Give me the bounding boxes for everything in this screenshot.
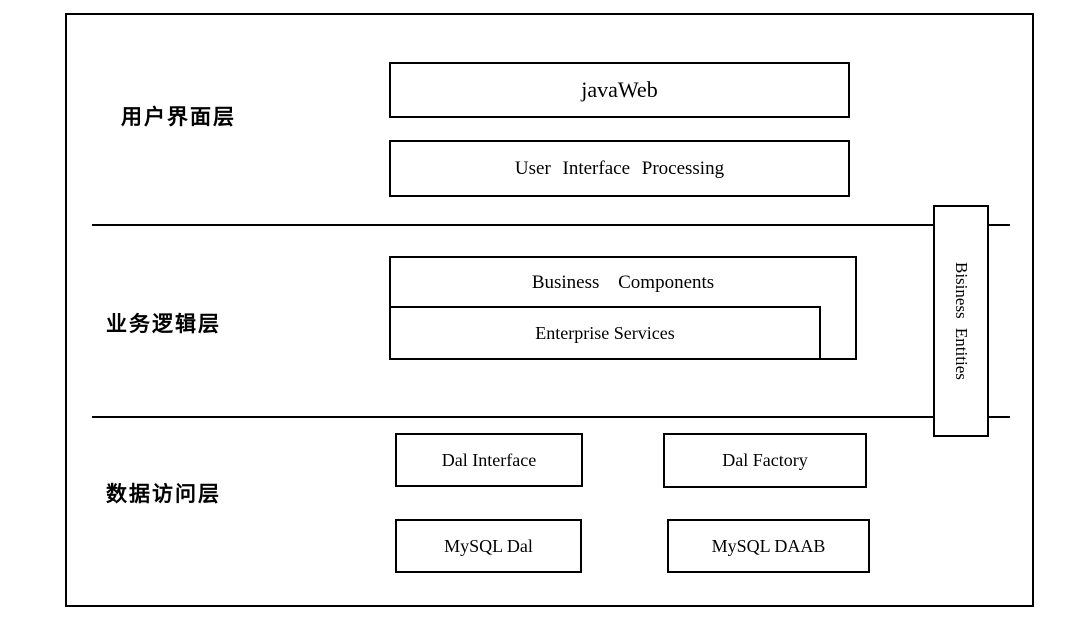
box-dal-factory: Dal Factory — [663, 433, 867, 488]
box-mysql-daab: MySQL DAAB — [667, 519, 870, 573]
layer-label-data-access: 数据访问层 — [106, 483, 221, 506]
layer-divider-bottom — [92, 416, 1010, 418]
layer-label-user-interface: 用户界面层 — [121, 106, 236, 129]
box-business-entities: Bisiness Entities — [933, 205, 989, 437]
box-business-components-label: Business Components — [531, 272, 715, 293]
box-enterprise-services: Enterprise Services — [389, 306, 821, 360]
box-mysql-dal: MySQL Dal — [395, 519, 582, 573]
box-javaweb: javaWeb — [389, 62, 850, 118]
box-user-interface-processing: User Interface Processing — [389, 140, 850, 197]
box-business-entities-label: Bisiness Entities — [952, 262, 971, 380]
layer-label-business-logic: 业务逻辑层 — [106, 313, 221, 336]
layer-divider-top — [92, 224, 1010, 226]
box-dal-interface: Dal Interface — [395, 433, 583, 487]
